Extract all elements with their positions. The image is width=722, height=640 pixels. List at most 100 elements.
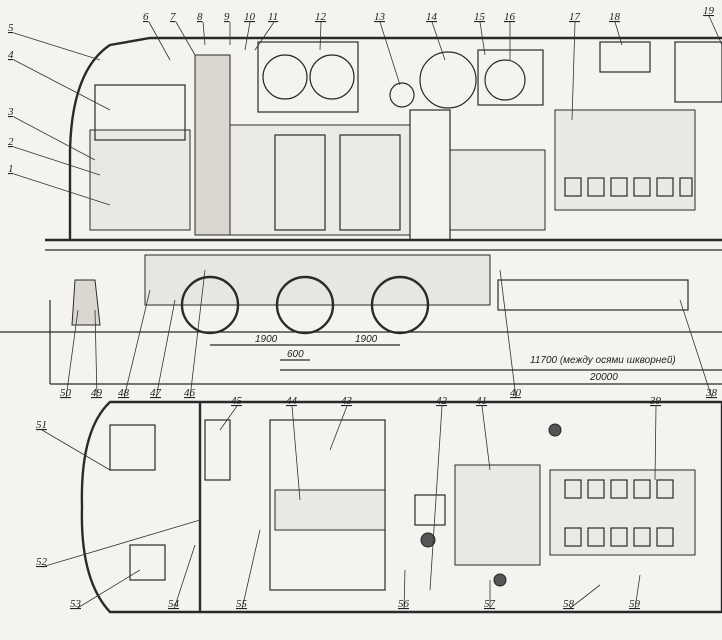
callout-39: 39 [649,395,662,407]
engine-cylinders [564,177,693,197]
callout-10: 10 [244,11,256,23]
callout-leader [189,269,206,399]
callout-5: 5 [8,22,14,34]
callout-8: 8 [197,11,203,23]
equipment-rack [274,489,386,531]
auxiliary-unit [449,149,546,231]
callout-19: 19 [703,5,715,17]
callout-38: 38 [705,387,718,399]
fan [262,54,308,100]
callout-42: 42 [436,395,448,407]
hatch [493,573,507,587]
callout-leader [13,173,111,206]
plan-outline [80,400,722,614]
callout-3: 3 [7,106,14,118]
callout-leader [155,299,176,399]
wheel [275,275,335,335]
callout-55: 55 [236,598,248,610]
callout-leader [481,405,491,471]
callout-2: 2 [8,136,14,148]
dim-wheelbase-a: 1900 [255,334,278,345]
panel [339,134,401,231]
dim-wheelbase-b: 1900 [355,334,378,345]
callout-leader [403,569,406,610]
diesel-engine-plan [549,469,696,556]
compressor-wheel [484,59,526,101]
callout-leader [13,116,96,161]
callout-leader [679,299,713,399]
hatch [548,423,562,437]
hatch [420,532,436,548]
callout-53: 53 [70,598,82,610]
callout-11: 11 [268,11,278,23]
callout-leader [13,59,111,111]
callout-leader [173,544,196,610]
callout-52: 52 [36,556,48,568]
callout-leader [75,569,141,610]
diesel-engine [554,109,696,211]
side-view: 1900 1900 600 11700 (между осями шкворне… [0,36,722,385]
callout-leader [571,21,576,121]
assistant-seat [129,544,166,581]
callout-58: 58 [563,598,575,610]
callout-leader [41,429,111,471]
traction-generator [419,51,477,109]
callout-44: 44 [286,395,298,407]
column [409,109,451,241]
callout-leader [329,405,348,451]
callout-14: 14 [426,11,438,23]
callout-18: 18 [609,11,621,23]
callout-48: 48 [118,387,130,399]
callout-leader [94,309,98,399]
cab-window [94,84,186,141]
callout-45: 45 [231,395,243,407]
callout-1: 1 [8,163,14,175]
driver-seat [109,424,156,471]
callout-leader [319,21,322,51]
plan-view [80,400,722,614]
callout-leader [219,405,238,431]
callout-17: 17 [569,11,581,23]
fuel-tank [497,279,689,311]
callout-leader [634,574,641,610]
dim-pivot-distance: 11700 (между осями шкворней) [530,355,676,366]
callout-54: 54 [168,598,180,610]
callout-56: 56 [398,598,410,610]
callout-leader [291,405,301,501]
radiator [674,41,722,103]
engine-cylinders-plan [564,479,674,547]
compressor [477,49,544,106]
callout-46: 46 [184,387,196,399]
callout-43: 43 [341,395,353,407]
callout-9: 9 [224,11,230,23]
dimension-lines [0,300,722,385]
callout-4: 4 [8,49,14,61]
callout-leader [65,309,79,399]
blower-box [414,494,446,526]
callout-leader [708,15,722,46]
exhaust-silencer [599,41,651,73]
buffer-support [71,279,101,326]
callout-leader [431,21,446,61]
callout-59: 59 [629,598,641,610]
cab-nose-outline [68,36,722,240]
callout-49: 49 [91,387,103,399]
callout-leader [202,21,206,46]
callout-15: 15 [474,11,486,23]
high-voltage-chamber [229,124,411,236]
callout-leader [13,32,101,61]
wheel [180,275,240,335]
blower [389,82,415,108]
callout-leader [568,584,601,610]
traction-generator-plan [454,464,541,566]
callout-leader [499,269,517,399]
callout-leader [175,21,196,56]
callout-leader [429,405,443,591]
callout-7: 7 [170,11,176,23]
callout-leader [244,21,251,51]
callout-leader [41,519,201,568]
callout-leader [13,146,101,176]
callout-41: 41 [476,395,487,407]
callout-13: 13 [374,11,386,23]
